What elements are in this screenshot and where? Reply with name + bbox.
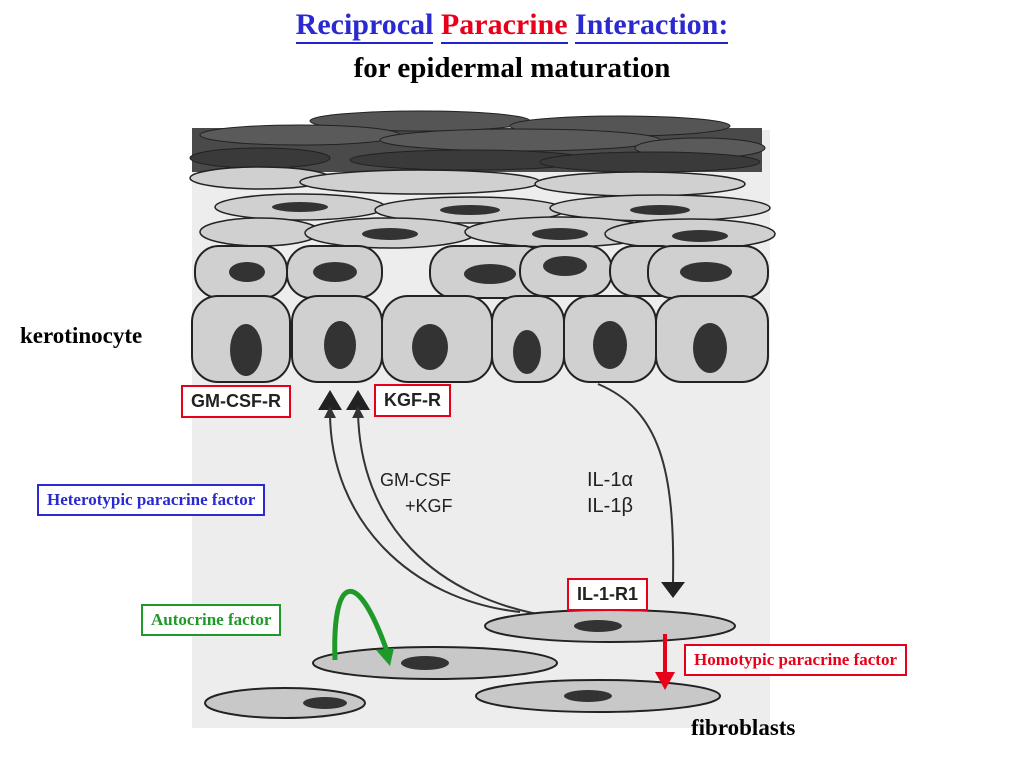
cornified-layer [189,110,766,173]
subtitle: for epidermal maturation [353,52,671,84]
kgf-arrow [352,406,561,619]
receptor-triangles [318,390,685,598]
title-word-reciprocal: Reciprocal [295,8,434,44]
homotypic-callout: Homotypic paracrine factor [684,644,907,676]
title-word-interaction: Interaction: [575,8,729,44]
factor-kgf: +KGF [405,496,453,516]
spinous-layer [194,245,769,299]
factor-gmcsf: GM-CSF [380,470,451,490]
basal-layer [191,295,769,383]
heterotypic-callout: Heterotypic paracrine factor [37,484,266,516]
keratinocyte-label: kerotinocyte [20,323,143,348]
il1-arrow [597,383,675,583]
kgf-receptor-label: KGF-R [374,384,451,417]
autocrine-callout: Autocrine factor [141,604,282,636]
il1-receptor-label: IL-1-R1 [567,578,649,611]
fibroblasts-label: fibroblasts [691,715,796,740]
main-title: Reciprocal Paracrine Interaction: [0,8,1024,44]
factor-il1b: IL-1β [587,495,633,517]
title-word-paracrine: Paracrine [440,8,568,44]
gmcsf-receptor-label: GM-CSF-R [181,385,291,418]
factor-il1a: IL-1α [587,469,633,491]
gmcsf-arrow [324,406,521,613]
autocrine-arrow [332,588,391,661]
fibroblast-cells [204,609,736,719]
